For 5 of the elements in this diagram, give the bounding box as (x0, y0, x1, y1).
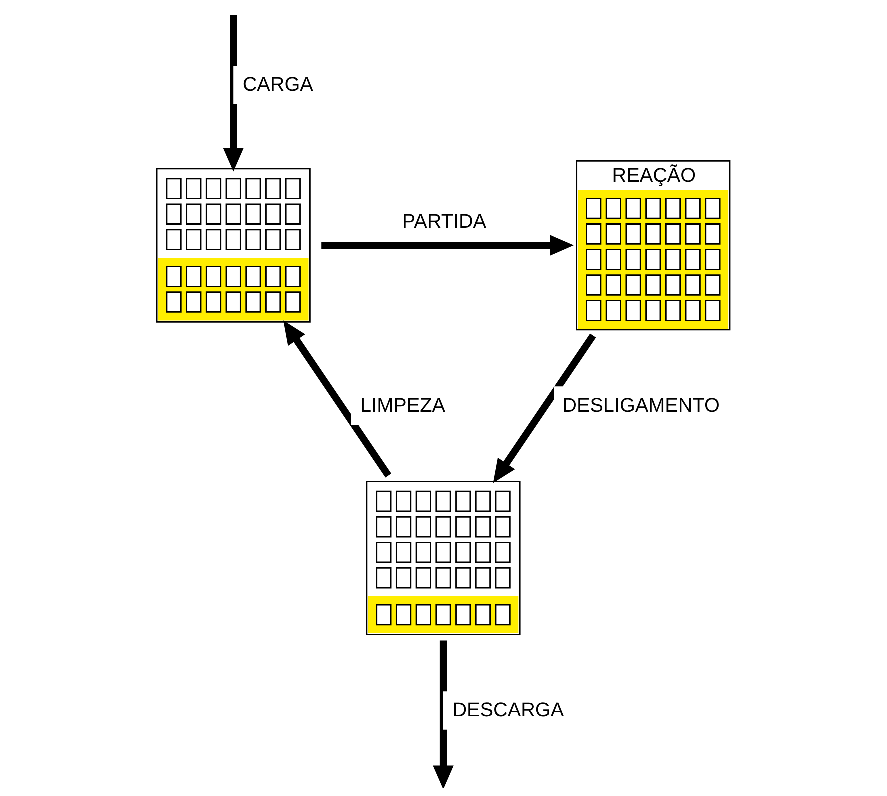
edge-label: LIMPEZA (360, 394, 446, 417)
edge-label: DESCARGA (452, 700, 564, 722)
edge-label: PARTIDA (402, 211, 487, 234)
edge-label: DESLIGAMENTO (562, 394, 720, 417)
edge-label: CARGA (242, 74, 314, 96)
